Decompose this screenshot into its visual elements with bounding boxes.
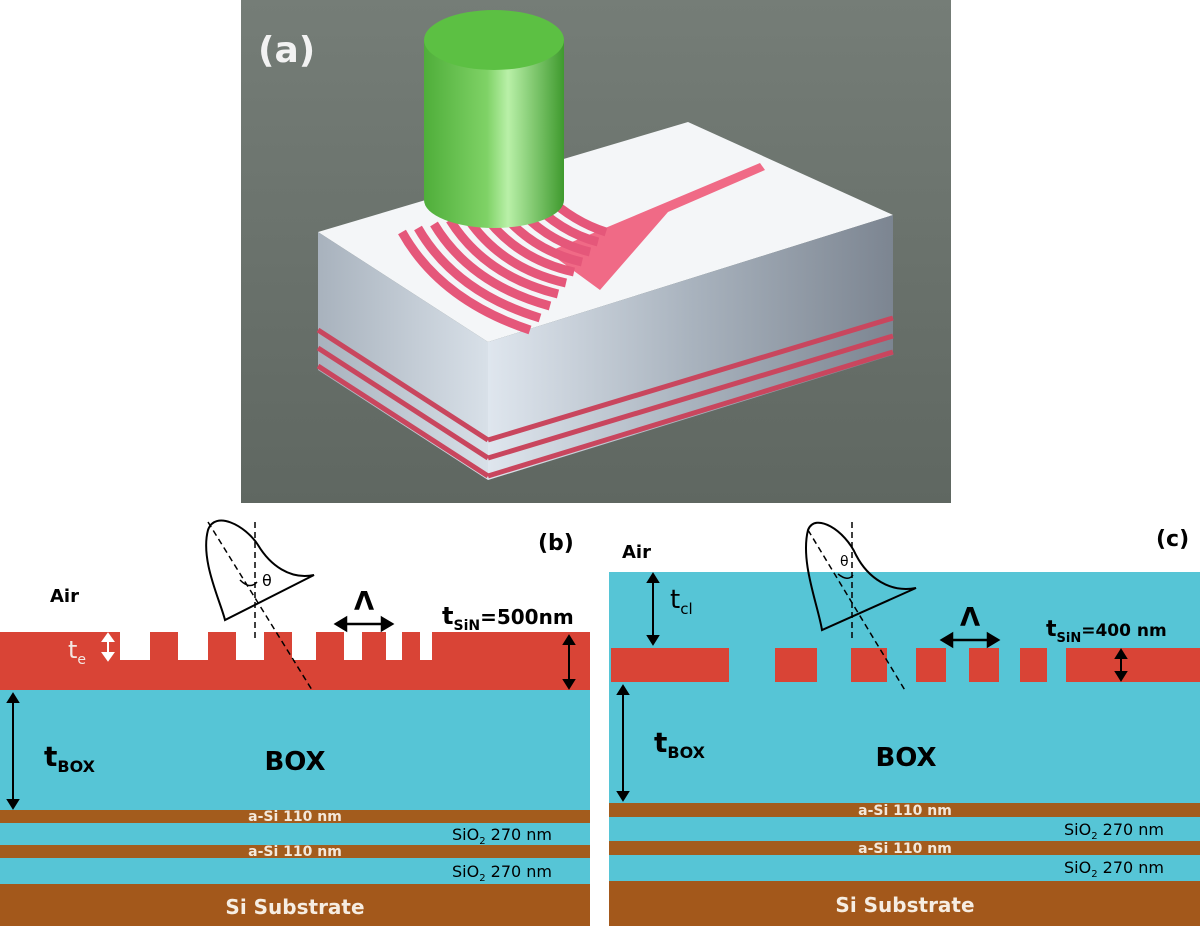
te-label-b: te xyxy=(68,636,86,668)
period-arrow-c xyxy=(939,631,1001,649)
chip-front-face xyxy=(488,215,893,480)
sio2-layer-2-b xyxy=(0,858,590,884)
asi-label-1-b: a-Si 110 nm xyxy=(248,809,342,825)
asi-label-2-c: a-Si 110 nm xyxy=(858,841,952,857)
chip-left-face xyxy=(318,232,488,480)
sio2-label-1-b: SiO2 270 nm xyxy=(452,825,552,847)
asi-layer-2-c xyxy=(609,841,1200,855)
te-arrow-b xyxy=(101,632,115,662)
tbox-label-b: tBOX xyxy=(44,740,96,776)
asi-layer-1-c xyxy=(609,803,1200,817)
sio2-label-1-c: SiO2 270 nm xyxy=(1064,820,1164,842)
panel-a-render: (a) xyxy=(241,0,951,503)
period-label-b: Λ xyxy=(354,587,374,617)
grating-bars-c xyxy=(611,648,1200,682)
box-label-c: BOX xyxy=(875,743,936,773)
sio2-label-2-b: SiO2 270 nm xyxy=(452,862,552,884)
asi-label-1-c: a-Si 110 nm xyxy=(858,803,952,819)
sio2-label-2-c: SiO2 270 nm xyxy=(1064,858,1164,880)
tsin-arrow-b xyxy=(562,634,576,690)
substrate-label-c: Si Substrate xyxy=(835,893,974,917)
tbox-label-c: tBOX xyxy=(654,726,706,762)
cladding-box-c xyxy=(609,572,1200,810)
sio2-layer-2-c xyxy=(609,855,1200,881)
tcl-arrow-c xyxy=(646,572,660,646)
panel-a-label: (a) xyxy=(258,30,315,71)
asi-layer-1-b xyxy=(0,810,590,823)
tsin-label-c: tSiN=400 nm xyxy=(1046,617,1167,646)
panel-b-label: (b) xyxy=(538,531,574,556)
substrate-b xyxy=(0,884,590,926)
asi-layer-2-b xyxy=(0,845,590,858)
sio2-layer-1-b xyxy=(0,823,590,845)
theta-b: θ xyxy=(262,571,272,590)
box-layer-b xyxy=(0,690,590,810)
air-label-b: Air xyxy=(50,586,79,607)
panel-c: θ Λ tcl tSiN=400 nm tBOX Air xyxy=(609,521,1200,926)
tbox-arrow-c xyxy=(616,684,630,802)
beam-profile-b xyxy=(205,519,315,691)
tbox-arrow-b xyxy=(6,692,20,810)
period-arrow-b xyxy=(333,615,395,633)
tcl-label-c: tcl xyxy=(670,585,693,618)
substrate-label-b: Si Substrate xyxy=(225,895,364,919)
tsin-label-b: tSiN=500nm xyxy=(442,602,574,634)
beam-profile-c xyxy=(804,521,917,693)
air-label-c: Air xyxy=(622,542,651,563)
box-label-b: BOX xyxy=(264,747,325,777)
period-label-c: Λ xyxy=(960,603,980,633)
theta-c: θ xyxy=(840,554,849,570)
tsin-arrow-c xyxy=(1114,648,1128,682)
grating-teeth-b xyxy=(120,632,432,660)
chip-layer-stripes xyxy=(316,315,894,479)
panel-c-label: (c) xyxy=(1156,527,1189,552)
sio2-layer-1-c xyxy=(609,817,1200,841)
optical-fiber xyxy=(424,10,564,228)
substrate-c xyxy=(609,881,1200,926)
panel-b: θ Λ te tSiN=500nm tBOX Air xyxy=(0,519,590,926)
asi-label-2-b: a-Si 110 nm xyxy=(248,844,342,860)
